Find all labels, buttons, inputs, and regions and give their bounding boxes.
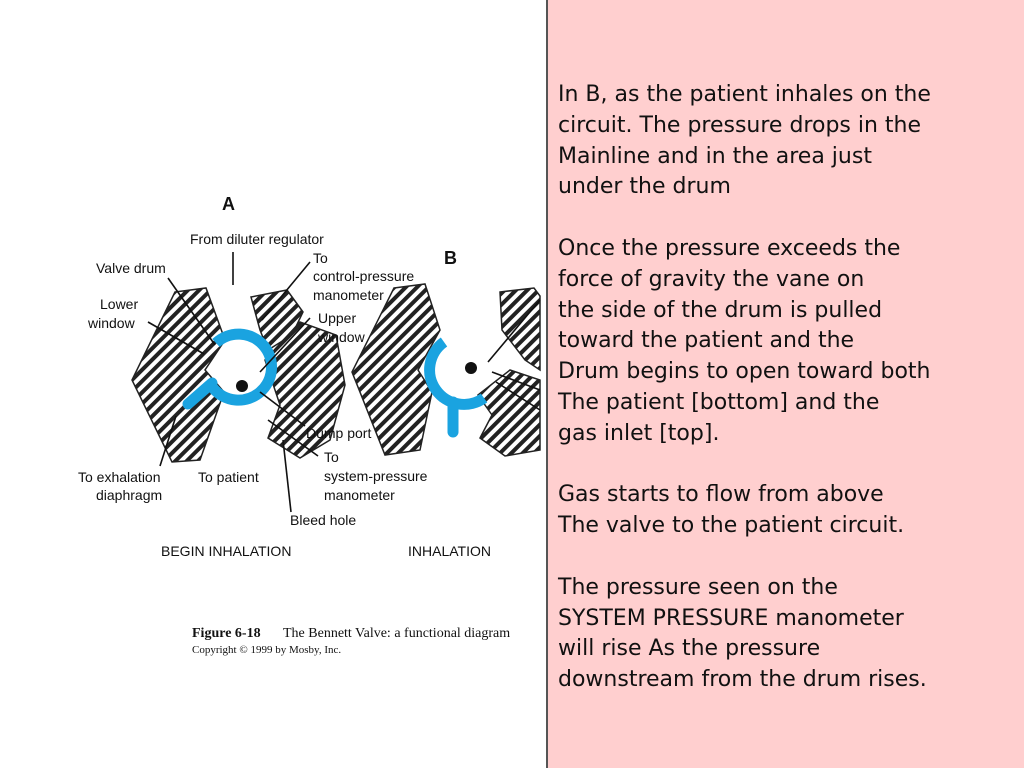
panel-a-valve-body xyxy=(131,287,346,463)
panel-b-leader-lines xyxy=(487,299,541,411)
diagram-panel: A From diluter regulator To xyxy=(78,194,541,656)
note-paragraph-4: The pressure seen on the SYSTEM PRESSURE… xyxy=(558,574,927,693)
label-to-patient: To patient xyxy=(198,469,259,485)
note-paragraph-1: In B, as the patient inhales on the circ… xyxy=(558,82,931,200)
drum-vane xyxy=(182,377,218,410)
label-control-pressure: control-pressure xyxy=(313,268,414,284)
valve-body-b-upper-right xyxy=(499,287,541,372)
bennett-valve-diagram: A From diluter regulator To xyxy=(78,194,541,656)
figure-copyright: Copyright © 1999 by Mosby, Inc. xyxy=(192,644,341,656)
valve-body-left xyxy=(131,287,226,463)
valve-body-b-right xyxy=(476,369,541,457)
label-to-control: To xyxy=(313,250,328,266)
label-upper-window: window xyxy=(317,329,366,345)
caption-begin-inhalation: BEGIN INHALATION xyxy=(161,543,291,559)
label-control-manometer: manometer xyxy=(313,287,384,303)
label-bleed-hole: Bleed hole xyxy=(290,512,356,528)
figure-title: The Bennett Valve: a functional diagram xyxy=(283,626,510,641)
label-to-system: To xyxy=(324,449,339,465)
label-from-diluter: From diluter regulator xyxy=(190,231,324,247)
panel-b-letter: B xyxy=(444,248,457,268)
notes-panel: In B, as the patient inhales on the circ… xyxy=(546,0,1024,768)
label-lower-window: window xyxy=(87,315,136,331)
caption-inhalation: INHALATION xyxy=(408,543,491,559)
label-system-manometer: manometer xyxy=(324,487,395,503)
label-system-pressure: system-pressure xyxy=(324,468,428,484)
note-paragraph-2: Once the pressure exceeds the force of g… xyxy=(558,235,931,446)
label-diaphragm: diaphragm xyxy=(96,487,162,503)
drum-pivot xyxy=(236,380,248,392)
valve-drum xyxy=(208,328,278,406)
panel-a-letter: A xyxy=(222,194,235,214)
panel-a-labels: From diluter regulator To control-pressu… xyxy=(78,231,428,559)
label-dump-port: Dump port xyxy=(306,425,371,441)
drum-b-pivot xyxy=(465,362,477,374)
label-upper: Upper xyxy=(318,310,356,326)
note-paragraph-3: Gas starts to flow from above The valve … xyxy=(558,482,905,539)
label-to-exhalation: To exhalation xyxy=(78,469,161,485)
valve-drum-b xyxy=(424,337,488,410)
panel-a-leader-lines xyxy=(147,252,319,513)
panel-b-valve-body xyxy=(351,283,541,457)
notes-text: In B, as the patient inhales on the circ… xyxy=(558,80,1020,727)
label-valve-drum: Valve drum xyxy=(96,260,166,276)
figure-number: Figure 6-18 xyxy=(192,626,261,641)
valve-body-right xyxy=(264,321,346,459)
label-lower: Lower xyxy=(100,296,138,312)
